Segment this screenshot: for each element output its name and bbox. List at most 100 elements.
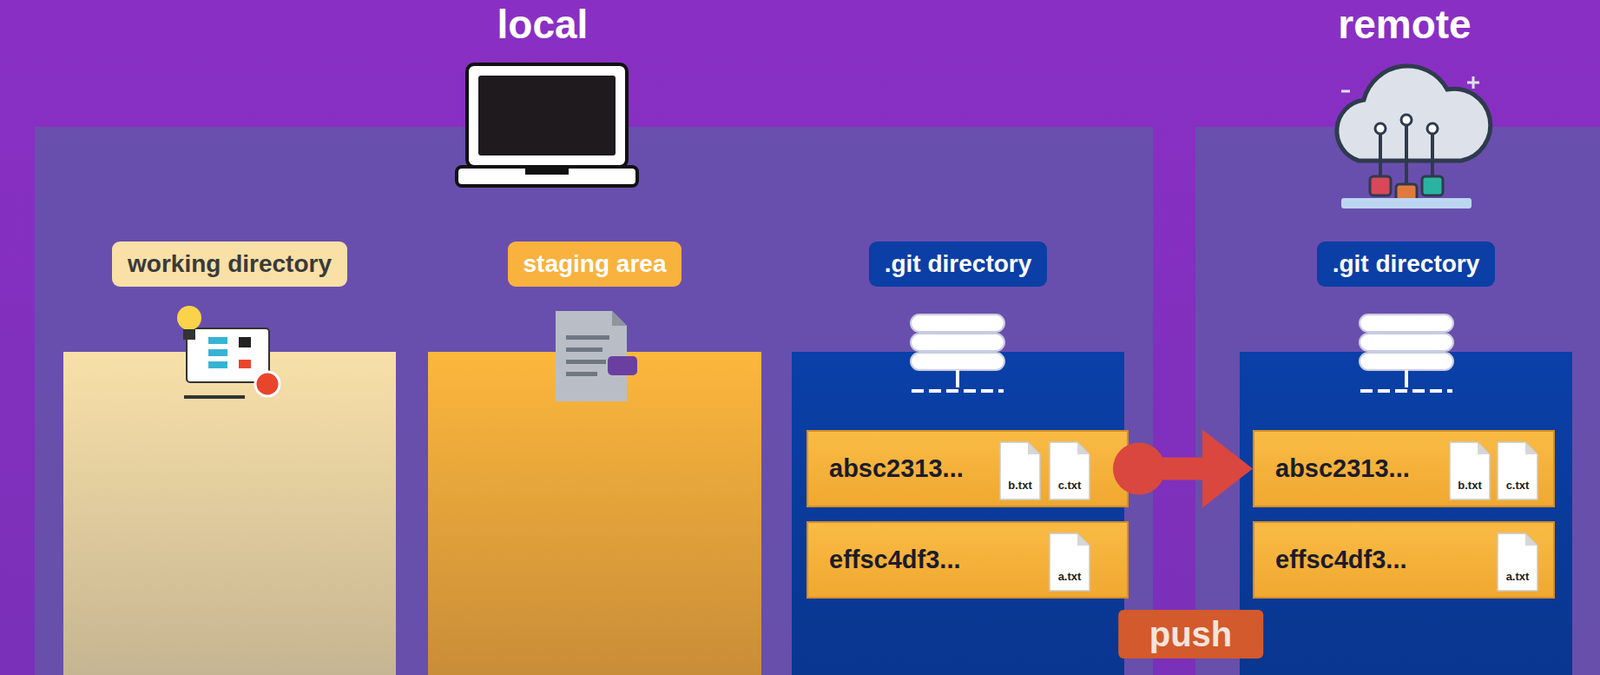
idea-board-icon-part <box>208 336 228 344</box>
database-icon-part <box>1359 333 1454 351</box>
file-page <box>1497 441 1538 500</box>
file-label-holder: b.txt <box>1448 476 1492 493</box>
cloud-icon-part <box>1336 65 1491 161</box>
file-shape <box>1495 440 1540 501</box>
push-arrow <box>1112 429 1253 508</box>
commit-hash: effsc4df3... <box>829 522 962 597</box>
file-fold <box>1477 441 1490 455</box>
column-ground <box>1239 351 1573 675</box>
cloud-icon-part <box>1427 123 1438 134</box>
arrow-tail <box>1112 442 1166 495</box>
file-label-holder: a.txt <box>1047 567 1092 584</box>
pill-holder: staging area <box>427 241 762 287</box>
database-icon-part <box>910 333 1005 351</box>
document-icon-part <box>566 371 598 376</box>
cloud-icon-part <box>1422 176 1443 196</box>
file-page <box>1049 533 1090 591</box>
idea-board-icon-part <box>208 348 228 356</box>
file-name: b.txt <box>1007 478 1032 492</box>
file-shape <box>998 440 1042 501</box>
document-icon-part <box>566 335 610 340</box>
idea-board-icon-part <box>238 336 251 348</box>
database-icon-part <box>1404 369 1409 388</box>
database-icon-part <box>1359 314 1454 332</box>
cloud-icon-part <box>1380 121 1433 185</box>
idea-board-icon-part <box>183 329 196 340</box>
idea-board-icon-part <box>238 359 251 369</box>
commit-row: absc2313... b.txt c.txt <box>1252 429 1555 507</box>
document-icon <box>555 310 638 402</box>
commit-hash: absc2313... <box>829 431 964 506</box>
area-label: .git directory <box>869 241 1048 287</box>
file-fold <box>1027 441 1041 455</box>
area-column: working directory <box>63 241 396 675</box>
document-icon-part <box>612 310 627 326</box>
file-fold <box>1077 441 1090 455</box>
cloud-icon-part <box>1341 197 1472 209</box>
column-ground <box>63 351 396 675</box>
database-icon <box>1359 314 1454 391</box>
area-label: .git directory <box>1316 241 1496 287</box>
edge-label: push <box>1118 609 1265 659</box>
idea-board-icon-part <box>177 305 202 330</box>
file-shape <box>1047 531 1092 593</box>
pill-holder: working directory <box>63 241 396 287</box>
heading-holder: remote <box>1231 1 1579 47</box>
panel-heading: remote <box>1337 1 1471 47</box>
file-fold <box>1525 441 1538 455</box>
laptop-icon <box>456 64 638 186</box>
database-icon-part <box>911 388 1004 393</box>
document-icon-part <box>607 355 638 376</box>
file-label-holder: b.txt <box>998 476 1042 493</box>
database-icon-part <box>1359 352 1454 370</box>
heading-holder: local <box>368 1 717 47</box>
area-label: staging area <box>507 241 683 287</box>
file-icon: c.txt <box>1495 440 1540 501</box>
file-label-holder: c.txt <box>1495 476 1540 493</box>
area-column: .git directory absc2313... b.txt c.txt effsc… <box>791 241 1125 675</box>
area-column: .git directory absc2313... b.txt c.txt effsc… <box>1239 241 1573 675</box>
database-icon-part <box>955 369 960 388</box>
cloud-icon <box>1336 65 1491 209</box>
idea-board-icon-part <box>186 328 270 382</box>
commit-hash: absc2313... <box>1275 431 1410 506</box>
file-shape <box>1495 531 1540 593</box>
file-page <box>1449 441 1490 500</box>
file-icon: a.txt <box>1047 531 1092 593</box>
database-icon-part <box>910 352 1005 370</box>
document-icon-part <box>566 347 603 352</box>
file-shape <box>1448 440 1492 501</box>
idea-board-icon-part <box>255 371 280 396</box>
laptop-icon-part <box>467 64 627 167</box>
laptop-icon-part <box>525 168 569 175</box>
idea-board-icon <box>177 305 280 397</box>
file-icon: b.txt <box>998 440 1042 501</box>
file-label-holder: c.txt <box>1047 476 1092 493</box>
file-name: c.txt <box>1058 478 1082 492</box>
laptop-icon-part <box>478 75 616 156</box>
database-icon <box>910 314 1005 391</box>
column-ground <box>791 351 1125 675</box>
idea-board-icon-part <box>184 395 245 399</box>
commit-row: effsc4df3... a.txt <box>806 520 1129 599</box>
database-icon-part <box>910 314 1005 332</box>
document-icon-part <box>566 359 606 364</box>
file-icon: c.txt <box>1047 440 1092 501</box>
file-name: a.txt <box>1058 569 1082 583</box>
file-icon: b.txt <box>1448 440 1492 501</box>
file-name: a.txt <box>1506 569 1530 583</box>
file-name: b.txt <box>1457 478 1482 492</box>
file-name: c.txt <box>1506 478 1530 492</box>
idea-board-icon-part <box>208 361 228 369</box>
cloud-icon-part <box>1369 176 1391 196</box>
file-page <box>1049 441 1090 500</box>
file-shape <box>1047 440 1092 501</box>
file-fold <box>1525 533 1538 546</box>
file-page <box>1000 441 1041 500</box>
commit-row: absc2313... b.txt c.txt <box>806 429 1129 507</box>
laptop-icon-part <box>456 166 638 186</box>
commit-row: effsc4df3...a.txt <box>1252 520 1555 599</box>
pill-holder: .git directory <box>1239 241 1573 287</box>
